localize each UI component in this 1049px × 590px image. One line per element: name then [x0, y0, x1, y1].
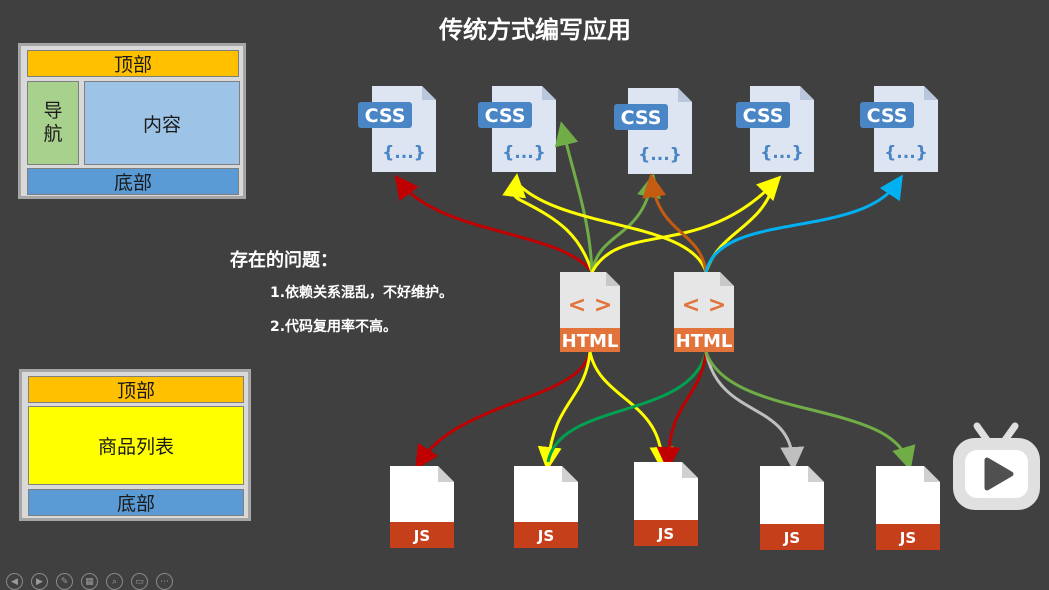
js-file-5: JS: [876, 466, 940, 550]
arrow-html2-js4: [704, 351, 805, 471]
arrow-html1-js3: [588, 351, 674, 471]
css-braces: {...}: [382, 143, 426, 163]
problems-section: 存在的问题： 1.依赖关系混乱，不好维护。 2.代码复用率不高。: [230, 246, 453, 335]
arrow-html1-css1: [394, 174, 594, 273]
layout-product-list: 商品列表: [28, 406, 244, 485]
arrow-html2-js3: [656, 351, 708, 471]
arrow-html1-css4: [590, 175, 782, 273]
layout-header: 顶部: [27, 50, 239, 77]
css-file-3: CSS {...}: [614, 88, 692, 174]
arrow-html1-js2: [537, 351, 592, 471]
js-label: JS: [537, 527, 554, 545]
layout-footer: 底部: [27, 168, 239, 195]
css-braces: {...}: [760, 143, 804, 163]
css-label: CSS: [867, 105, 908, 127]
layout-nav-char-1: 导: [43, 100, 63, 122]
arrow-html1-css2-green: [554, 121, 594, 273]
css-label: CSS: [365, 105, 406, 127]
layout-nav-char-2: 航: [43, 123, 63, 145]
js-label: JS: [899, 529, 916, 547]
js-label: JS: [783, 529, 800, 547]
js-file-3: JS: [634, 462, 698, 546]
layout-footer: 底部: [28, 489, 244, 516]
css-label: CSS: [485, 105, 526, 127]
layout-header: 顶部: [28, 376, 244, 403]
css-braces: {...}: [884, 143, 928, 163]
css-braces: {...}: [638, 145, 682, 165]
arrow-html2-css3: [642, 173, 708, 273]
html-label: HTML: [676, 331, 733, 352]
js-label: JS: [657, 525, 674, 543]
prev-icon[interactable]: ◀: [6, 573, 23, 590]
arrow-html2-js5: [704, 351, 916, 471]
layout-nav: 导 航: [27, 81, 79, 165]
slide-title: 传统方式编写应用: [439, 16, 631, 44]
arrow-html1-css3: [590, 173, 661, 273]
html-file-2: < > HTML: [674, 272, 734, 352]
css-label: CSS: [743, 105, 784, 127]
slides-icon[interactable]: ▦: [81, 573, 98, 590]
pen-icon[interactable]: ✎: [56, 573, 73, 590]
css-file-4: CSS {...}: [736, 86, 814, 172]
css-file-1: CSS {...}: [358, 86, 436, 172]
js-label: JS: [413, 527, 430, 545]
js-file-1: JS: [390, 466, 454, 548]
arrow-html2-css4: [704, 181, 777, 273]
css-label: CSS: [621, 107, 662, 129]
more-icon[interactable]: ⋯: [156, 573, 173, 590]
next-icon[interactable]: ▶: [31, 573, 48, 590]
js-file-4: JS: [760, 466, 824, 550]
layout-diagram-bottom: 顶部 商品列表 底部: [19, 369, 251, 521]
arrow-html1-js1: [415, 351, 592, 470]
html-symbol: < >: [568, 293, 613, 318]
css-braces: {...}: [502, 143, 546, 163]
problems-heading: 存在的问题：: [230, 250, 338, 271]
js-file-2: JS: [514, 466, 578, 548]
zoom-icon[interactable]: ⌕: [106, 573, 123, 590]
presentation-toolbar: ◀ ▶ ✎ ▦ ⌕ ▭ ⋯: [6, 573, 173, 590]
html-file-1: < > HTML: [560, 272, 620, 352]
layout-content: 内容: [84, 81, 240, 165]
arrow-html2-css2: [514, 180, 708, 273]
css-file-5: CSS {...}: [860, 86, 938, 172]
html-label: HTML: [562, 331, 619, 352]
css-file-2: CSS {...}: [478, 86, 556, 172]
arrow-html2-js2: [546, 351, 708, 463]
html-symbol: < >: [682, 293, 727, 318]
layout-diagram-top: 顶部 导 航 内容 底部: [18, 43, 246, 199]
play-icon[interactable]: [949, 420, 1044, 515]
problem-item: 2.代码复用率不高。: [270, 319, 398, 335]
arrow-html2-css5: [704, 174, 903, 273]
arrow-html1-css2: [502, 173, 594, 273]
problem-item: 1.依赖关系混乱，不好维护。: [270, 285, 454, 301]
subtitle-icon[interactable]: ▭: [131, 573, 148, 590]
